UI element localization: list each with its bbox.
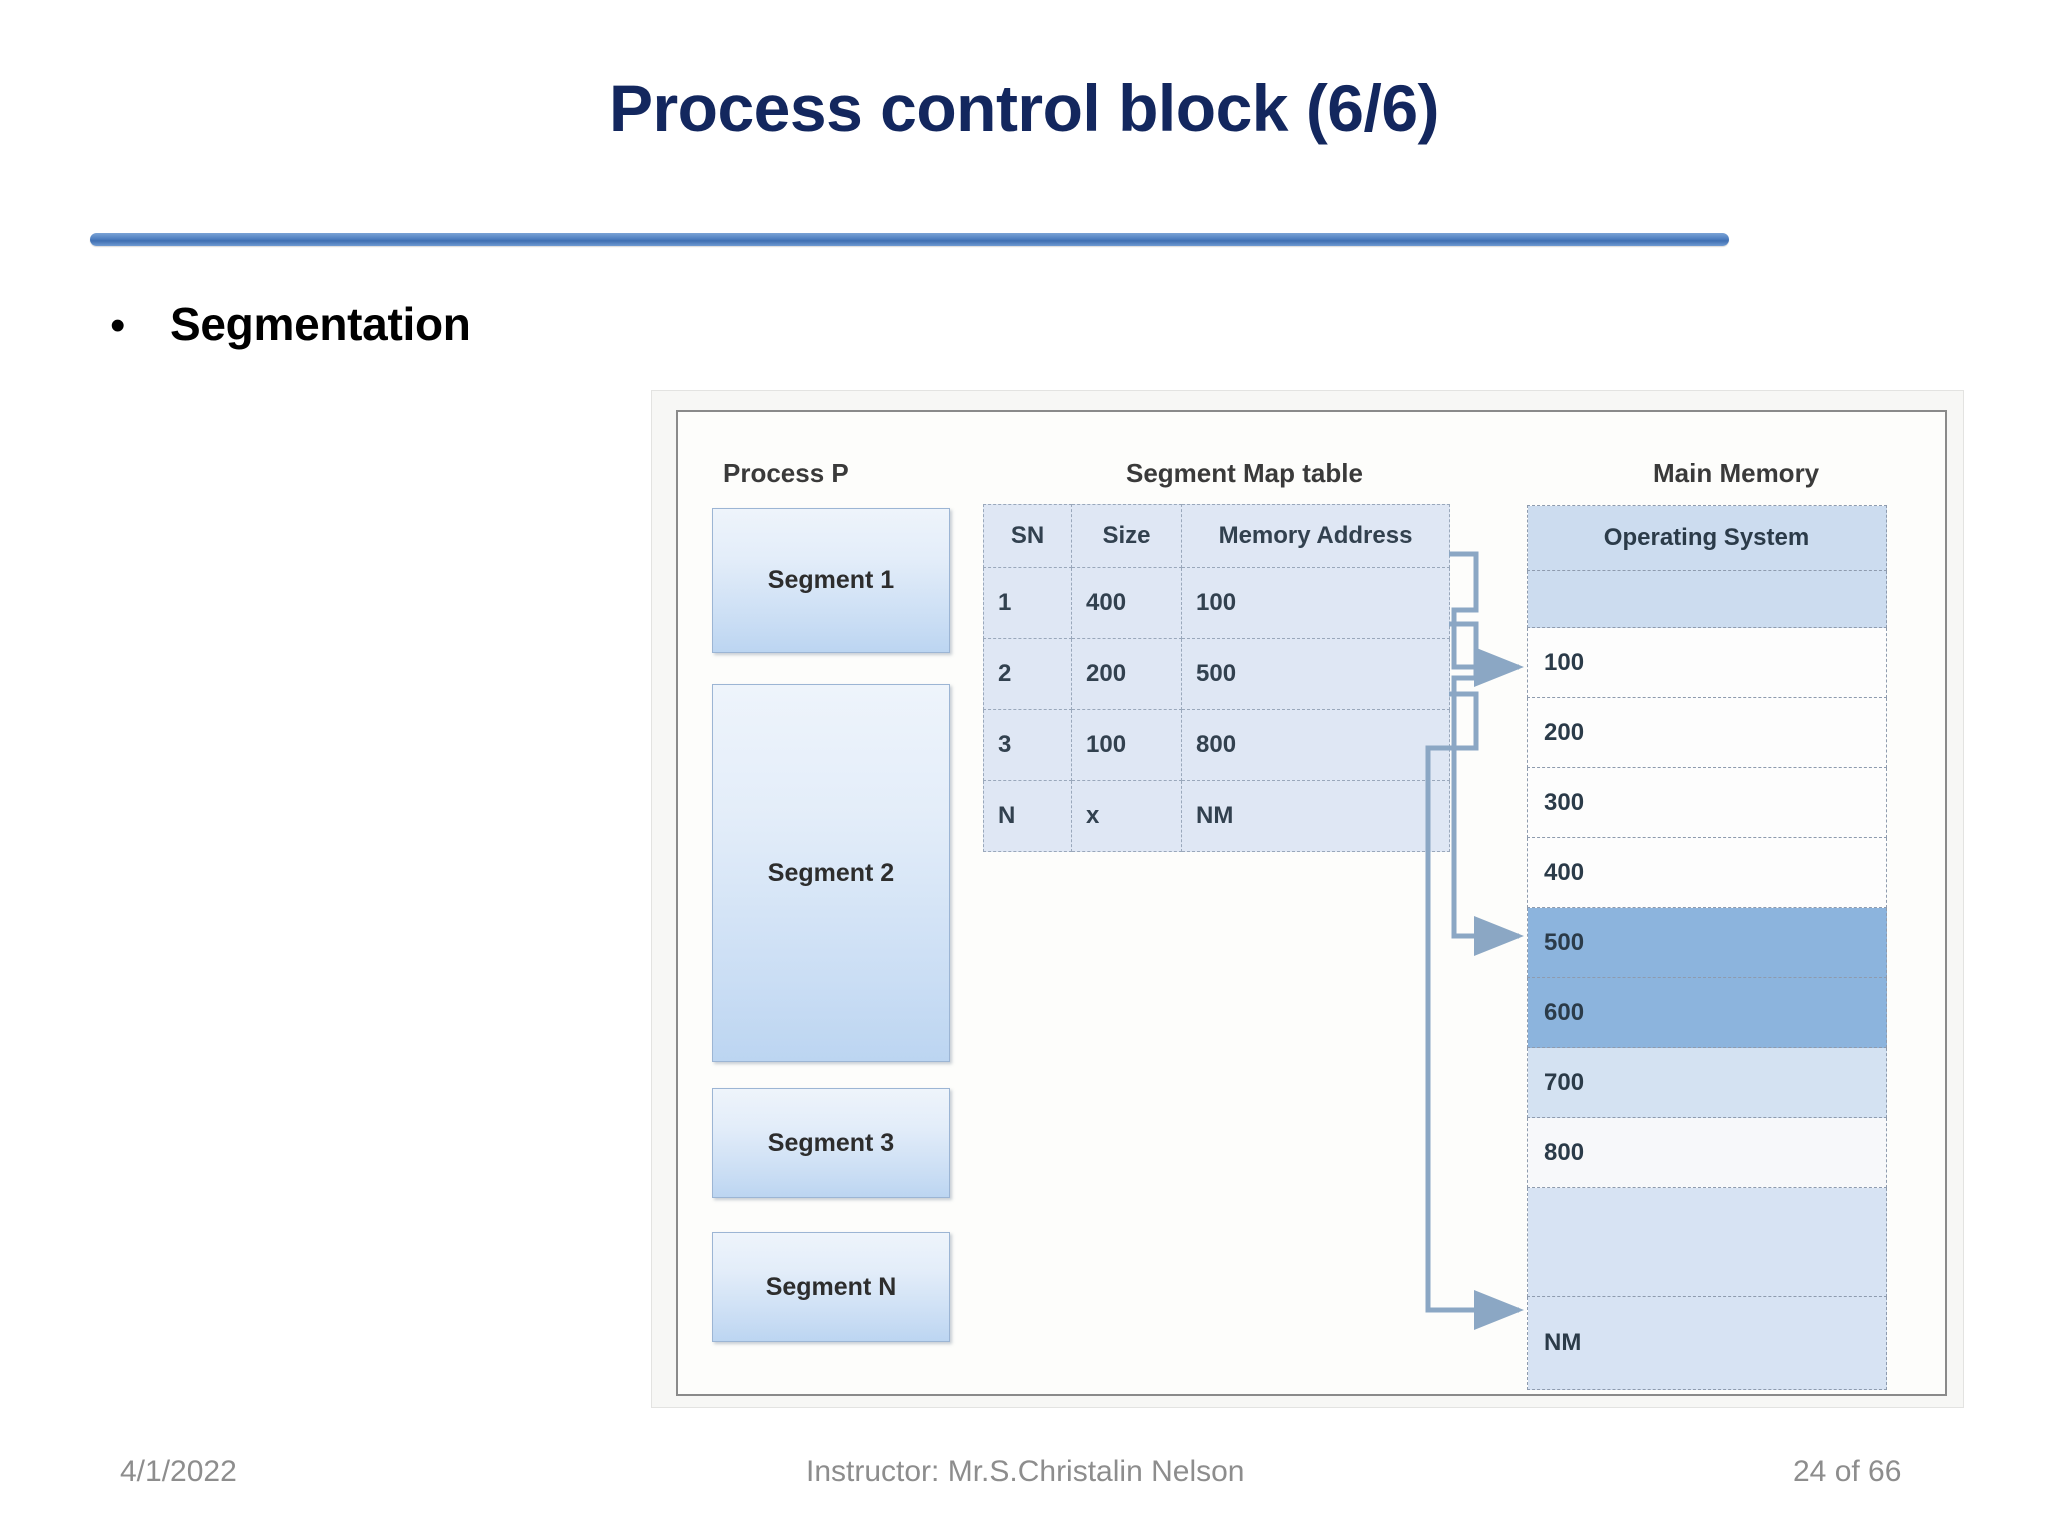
cell-address: 800	[1181, 709, 1450, 781]
bullet-label: Segmentation	[170, 298, 471, 350]
segment-box-n: Segment N	[712, 1232, 950, 1342]
footer-date: 4/1/2022	[120, 1455, 237, 1488]
cell-size: 400	[1071, 567, 1182, 639]
segment-box-1: Segment 1	[712, 508, 950, 653]
memory-cell-operating-system: Operating System	[1527, 505, 1887, 571]
cell-address: NM	[1181, 780, 1450, 852]
table-row: 2 200 500	[983, 638, 1450, 710]
title-divider	[90, 233, 1729, 246]
memory-cell-nm: NM	[1527, 1296, 1887, 1390]
memory-cell-tail	[1527, 1187, 1887, 1297]
bullet-dot-icon: •	[110, 301, 126, 350]
bullet-item-segmentation: • Segmentation	[110, 297, 471, 351]
table-row: N x NM	[983, 780, 1450, 852]
cell-address: 100	[1181, 567, 1450, 639]
column-header-memory-address: Memory Address	[1181, 504, 1450, 568]
table-header-row: SN Size Memory Address	[983, 504, 1450, 568]
memory-cell-400: 400	[1527, 837, 1887, 908]
memory-cell-600: 600	[1527, 977, 1887, 1048]
cell-size: x	[1071, 780, 1182, 852]
cell-size: 200	[1071, 638, 1182, 710]
footer-page-number: 24 of 66	[1793, 1455, 1902, 1488]
column-header-sn: SN	[983, 504, 1072, 568]
memory-cell-700: 700	[1527, 1047, 1887, 1118]
cell-address: 500	[1181, 638, 1450, 710]
heading-main-memory: Main Memory	[1653, 458, 1820, 488]
segment-box-2: Segment 2	[712, 684, 950, 1062]
heading-process-p: Process P	[723, 458, 849, 488]
cell-sn: 2	[983, 638, 1072, 710]
memory-cell-800: 800	[1527, 1117, 1887, 1188]
segment-map-table: SN Size Memory Address 1 400 100 2 200 5…	[983, 504, 1450, 852]
memory-cell-os-body	[1527, 570, 1887, 628]
cell-sn: N	[983, 780, 1072, 852]
footer-instructor: Instructor: Mr.S.Christalin Nelson	[806, 1455, 1245, 1488]
table-row: 1 400 100	[983, 567, 1450, 639]
column-header-size: Size	[1071, 504, 1182, 568]
segment-box-3: Segment 3	[712, 1088, 950, 1198]
page-title: Process control block (6/6)	[608, 71, 1440, 145]
cell-size: 100	[1071, 709, 1182, 781]
heading-segment-map-table: Segment Map table	[1126, 458, 1363, 488]
memory-cell-300: 300	[1527, 767, 1887, 838]
main-memory-column: Operating System 100 200 300 400 500 600…	[1527, 505, 1887, 1390]
cell-sn: 1	[983, 567, 1072, 639]
memory-cell-200: 200	[1527, 697, 1887, 768]
memory-cell-100: 100	[1527, 627, 1887, 698]
table-row: 3 100 800	[983, 709, 1450, 781]
cell-sn: 3	[983, 709, 1072, 781]
memory-cell-500: 500	[1527, 907, 1887, 978]
